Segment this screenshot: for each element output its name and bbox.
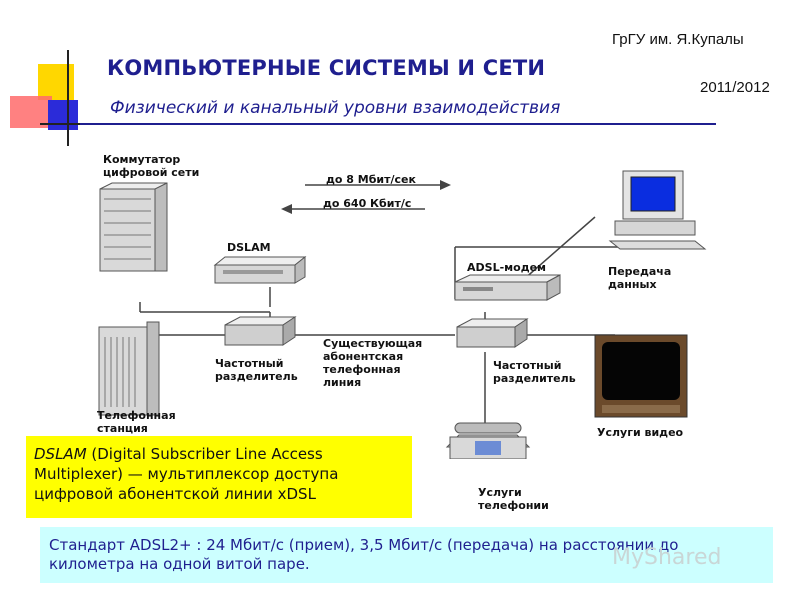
telephone-station-rack	[98, 321, 160, 416]
university-label: ГрГУ им. Я.Купалы	[612, 31, 744, 48]
academic-year: 2011/2012	[700, 79, 770, 96]
dslam-description: (Digital Subscriber Line Access Multiple…	[34, 445, 339, 503]
dslam-label: DSLAM	[227, 241, 271, 254]
adsl-standard-note: Стандарт ADSL2+ : 24 Мбит/с (прием), 3,5…	[40, 527, 773, 583]
telephone-set	[445, 422, 531, 459]
upstream-speed-label: до 640 Кбит/с	[323, 197, 412, 210]
page-title: КОМПЬЮТЕРНЫЕ СИСТЕМЫ И СЕТИ	[107, 56, 546, 80]
header-rule	[80, 123, 716, 125]
downstream-speed-label: до 8 Мбит/сек	[326, 173, 416, 186]
logo-decoration	[10, 50, 108, 146]
dslam-definition-box: DSLAM (Digital Subscriber Line Access Mu…	[26, 436, 412, 518]
computer-workstation	[608, 170, 707, 250]
right-splitter-device	[456, 318, 529, 348]
adsl-modem-device	[454, 274, 561, 301]
left-splitter-device	[224, 316, 297, 346]
video-tv-set	[594, 334, 688, 418]
page-subtitle: Физический и канальный уровни взаимодейс…	[110, 98, 561, 118]
dslam-term: DSLAM	[34, 445, 87, 463]
downstream-arrow	[305, 180, 451, 190]
upstream-arrow	[281, 204, 425, 214]
diagram-graphics	[98, 170, 707, 459]
video-service-label: Услуги видео	[597, 426, 684, 439]
dslam-device	[213, 255, 307, 284]
watermark: MyShared	[612, 545, 722, 570]
modem-label: ADSL-модем	[467, 261, 547, 274]
digital-switch-rack	[99, 182, 168, 272]
